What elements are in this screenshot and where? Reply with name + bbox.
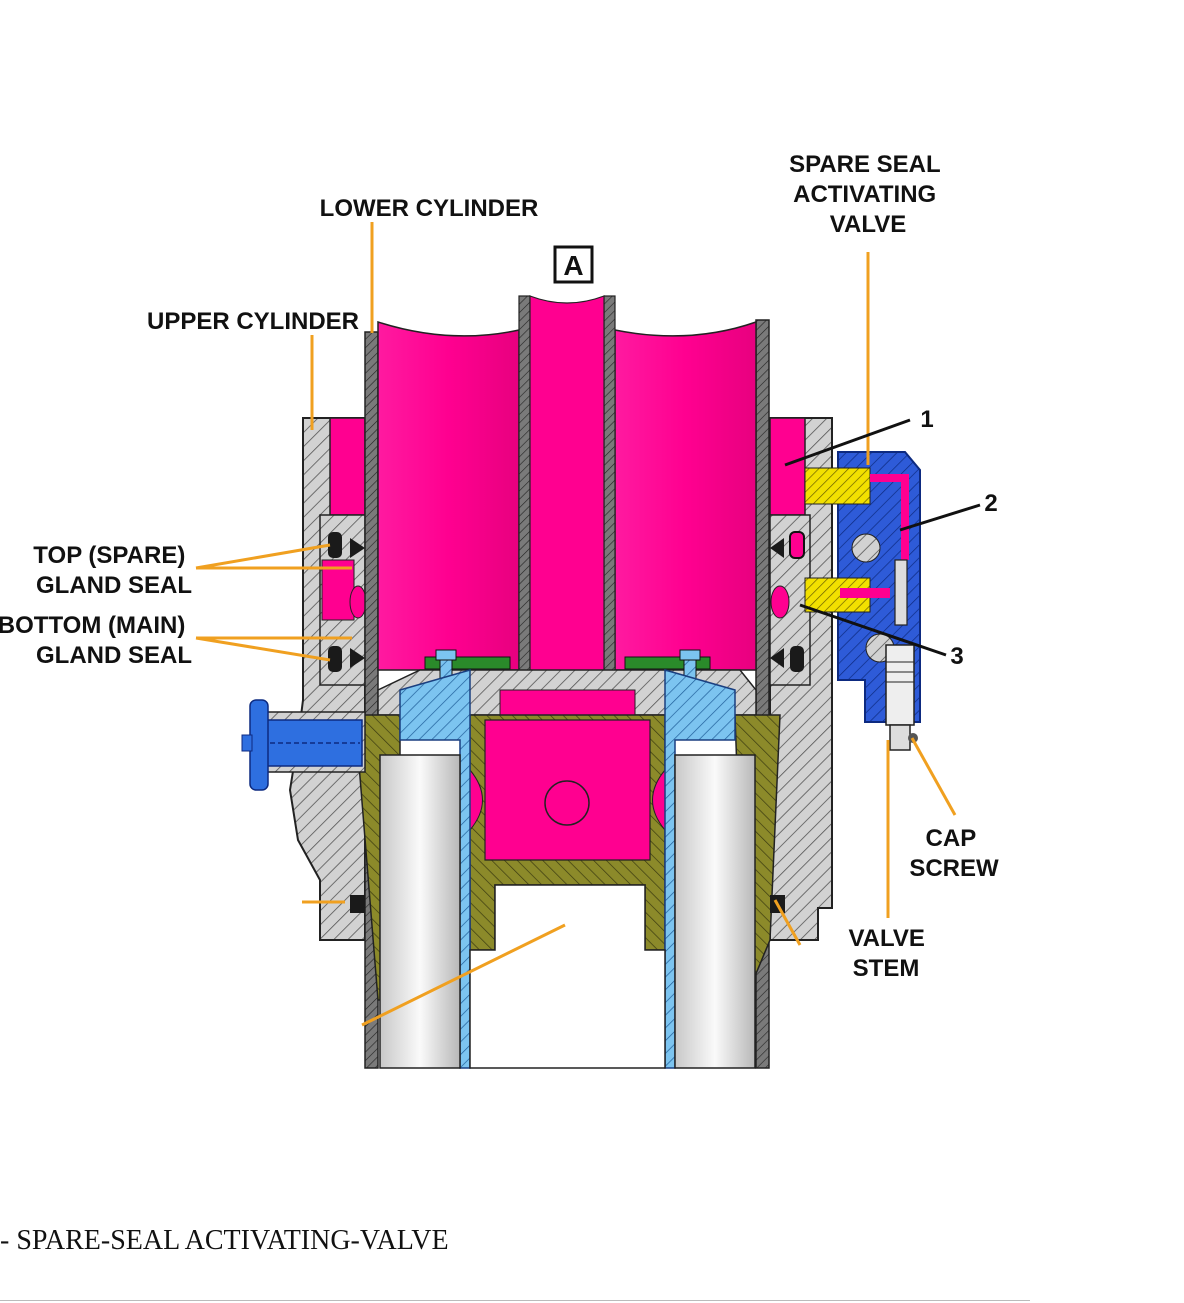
spare-seal-valve-body [804,451,921,751]
gland-seal-left [319,514,367,686]
label-bottom-gland-seal: BOTTOM (MAIN) GLAND SEAL [0,612,192,669]
leader-lines [195,222,957,1027]
figure-caption: - SPARE-SEAL ACTIVATING-VALVE [0,1225,449,1256]
label-top-gland-seal: TOP (SPARE) GLAND SEAL [33,542,192,599]
callout-2: 2 [984,490,997,517]
callout-leaders [784,418,981,657]
charging-fitting [241,699,366,791]
svg-text:A: A [563,250,583,281]
label-upper-cylinder: UPPER CYLINDER [147,308,359,335]
orifice-support-tube [399,669,736,1069]
label-cap-screw: CAP SCREW [909,825,999,882]
label-spare-seal-valve: SPARE SEAL ACTIVATING VALVE [789,151,947,238]
gland-seal-right [769,514,811,686]
callout-3: 3 [950,643,963,670]
callout-1: 1 [920,406,933,433]
label-valve-stem: VALVE STEM [848,925,931,982]
lower-tubes [350,754,785,1069]
label-lower-cylinder: LOWER CYLINDER [320,195,539,222]
caption-divider [0,1300,1030,1301]
view-label: A [553,245,594,284]
